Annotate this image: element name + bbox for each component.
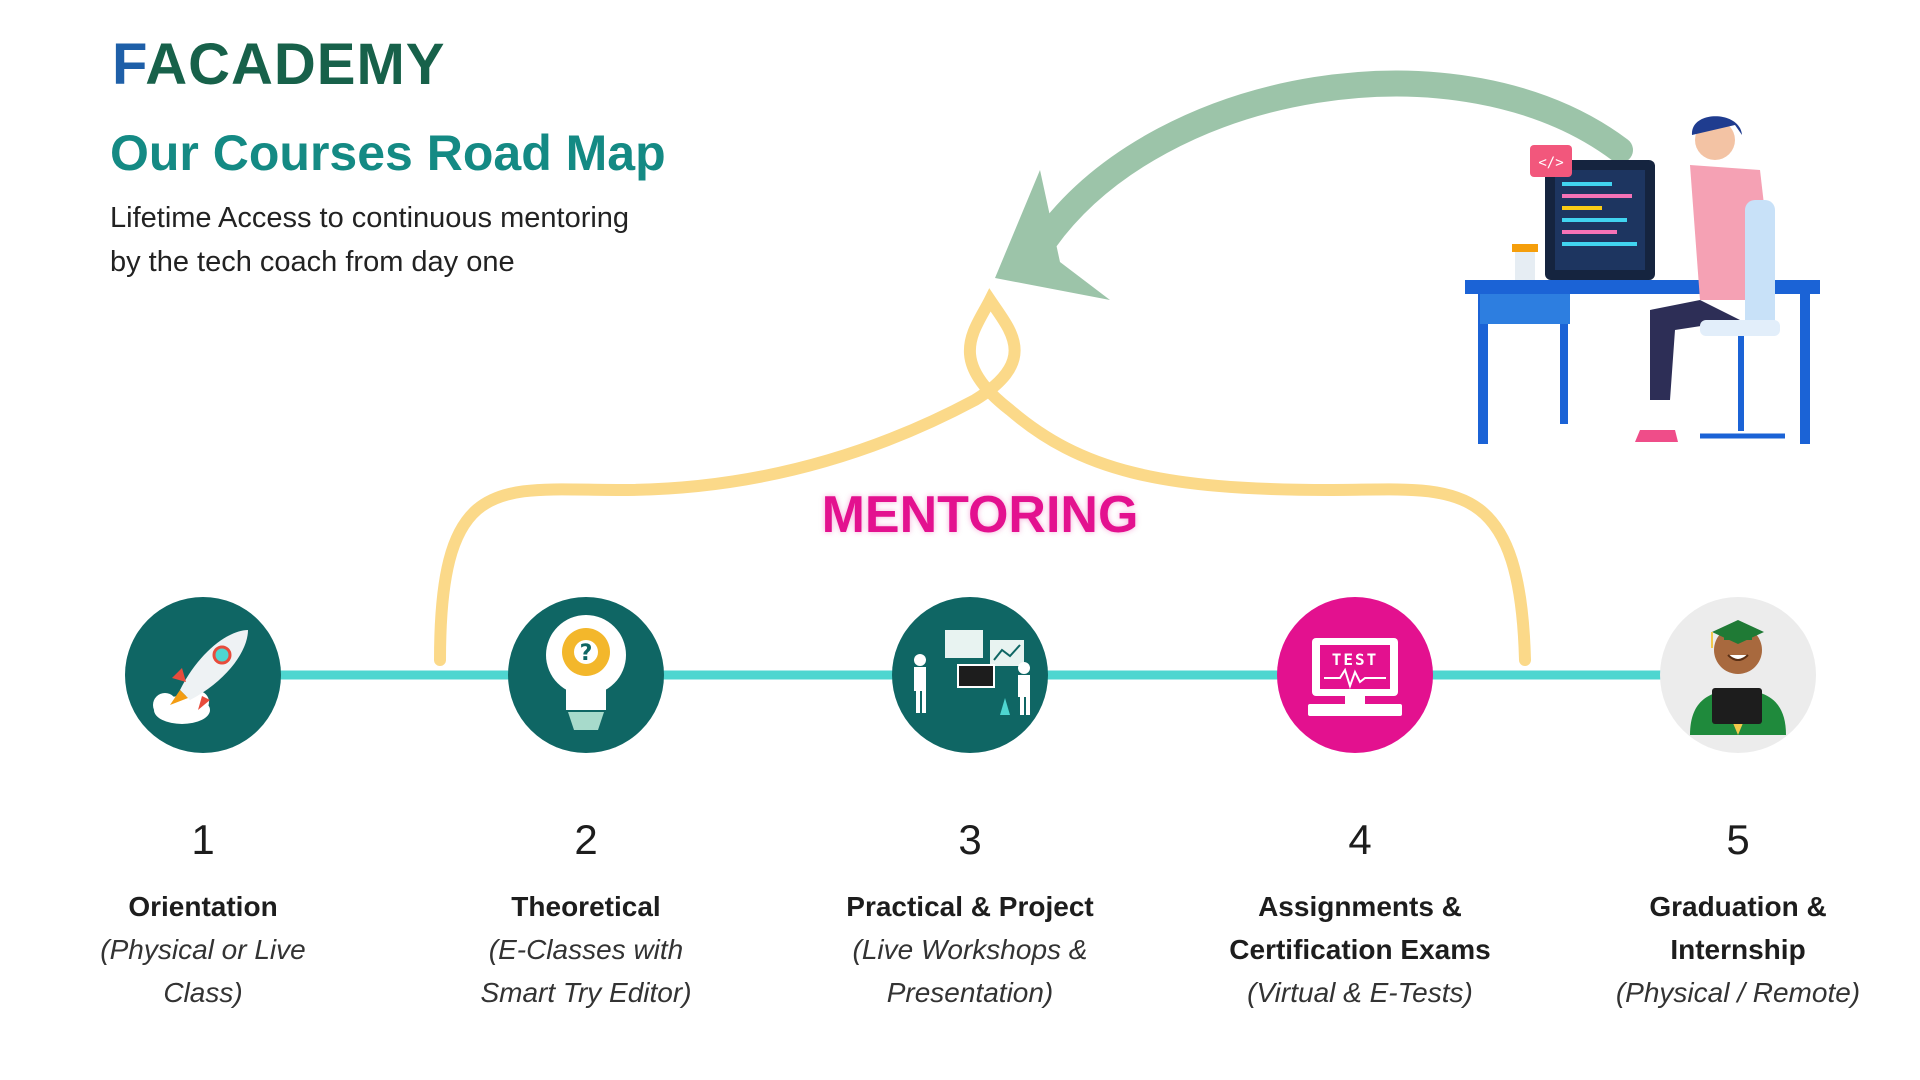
step-4-test-monitor-icon: TEST	[1277, 597, 1433, 753]
step-1: 1 Orientation (Physical or Live Class)	[43, 815, 363, 1014]
logo-text: ACADEMY	[145, 32, 446, 97]
step-description-line-1: (E-Classes with	[488, 934, 684, 965]
step-name-line-2: Internship	[1670, 934, 1806, 965]
step-number: 5	[1726, 816, 1750, 863]
step-5-graduate-icon	[1660, 597, 1816, 753]
step-name: Theoretical	[511, 891, 661, 922]
step-description-line-2: Class)	[163, 977, 243, 1008]
step-name: Practical & Project	[846, 891, 1094, 922]
step-description-line-1: (Physical or Live	[100, 934, 306, 965]
step-4: 4 Assignments & Certification Exams (Vir…	[1195, 815, 1525, 1014]
svg-text:?: ?	[580, 641, 593, 666]
developer-at-desk-illustration: </>	[1465, 116, 1820, 444]
curved-arrow-icon	[995, 70, 1633, 300]
step-number: 4	[1348, 816, 1372, 863]
step-2-lightbulb-gear-icon: ?	[508, 597, 664, 753]
step-name-line-2: Certification Exams	[1229, 934, 1491, 965]
step-name-line-1: Graduation &	[1649, 891, 1827, 922]
step-description-line-1: (Live Workshops &	[852, 934, 1088, 965]
step-number: 1	[191, 816, 215, 863]
step-3-workshop-icon	[892, 597, 1048, 753]
test-screen-text: TEST	[1332, 650, 1379, 669]
facademy-logo: FACADEMY	[112, 30, 445, 100]
mentoring-label: MENTORING	[821, 486, 1139, 544]
step-number: 2	[574, 816, 598, 863]
logo-letter-f: F	[112, 32, 146, 97]
step-1-rocket-icon	[125, 597, 281, 753]
step-description-line-2: Smart Try Editor)	[480, 977, 692, 1008]
step-2: 2 Theoretical (E-Classes with Smart Try …	[426, 815, 746, 1014]
page-subtitle: Lifetime Access to continuous mentoring …	[110, 196, 750, 284]
step-name-line-1: Assignments &	[1258, 891, 1462, 922]
mentoring-bracket	[434, 288, 1531, 666]
step-description-line-1: (Physical / Remote)	[1615, 977, 1861, 1008]
step-5: 5 Graduation & Internship (Physical / Re…	[1578, 815, 1898, 1014]
step-3: 3 Practical & Project (Live Workshops & …	[810, 815, 1130, 1014]
subtitle-line-1: Lifetime Access to continuous mentoring	[110, 202, 630, 234]
svg-text:</>: </>	[1538, 155, 1563, 171]
page-title: Our Courses Road Map	[110, 125, 666, 181]
step-description-line-2: Presentation)	[886, 977, 1054, 1008]
subtitle-line-2: by the tech coach from day one	[110, 246, 515, 278]
step-number: 3	[958, 816, 982, 863]
step-description-line-1: (Virtual & E-Tests)	[1247, 977, 1473, 1008]
step-name: Orientation	[128, 891, 278, 922]
